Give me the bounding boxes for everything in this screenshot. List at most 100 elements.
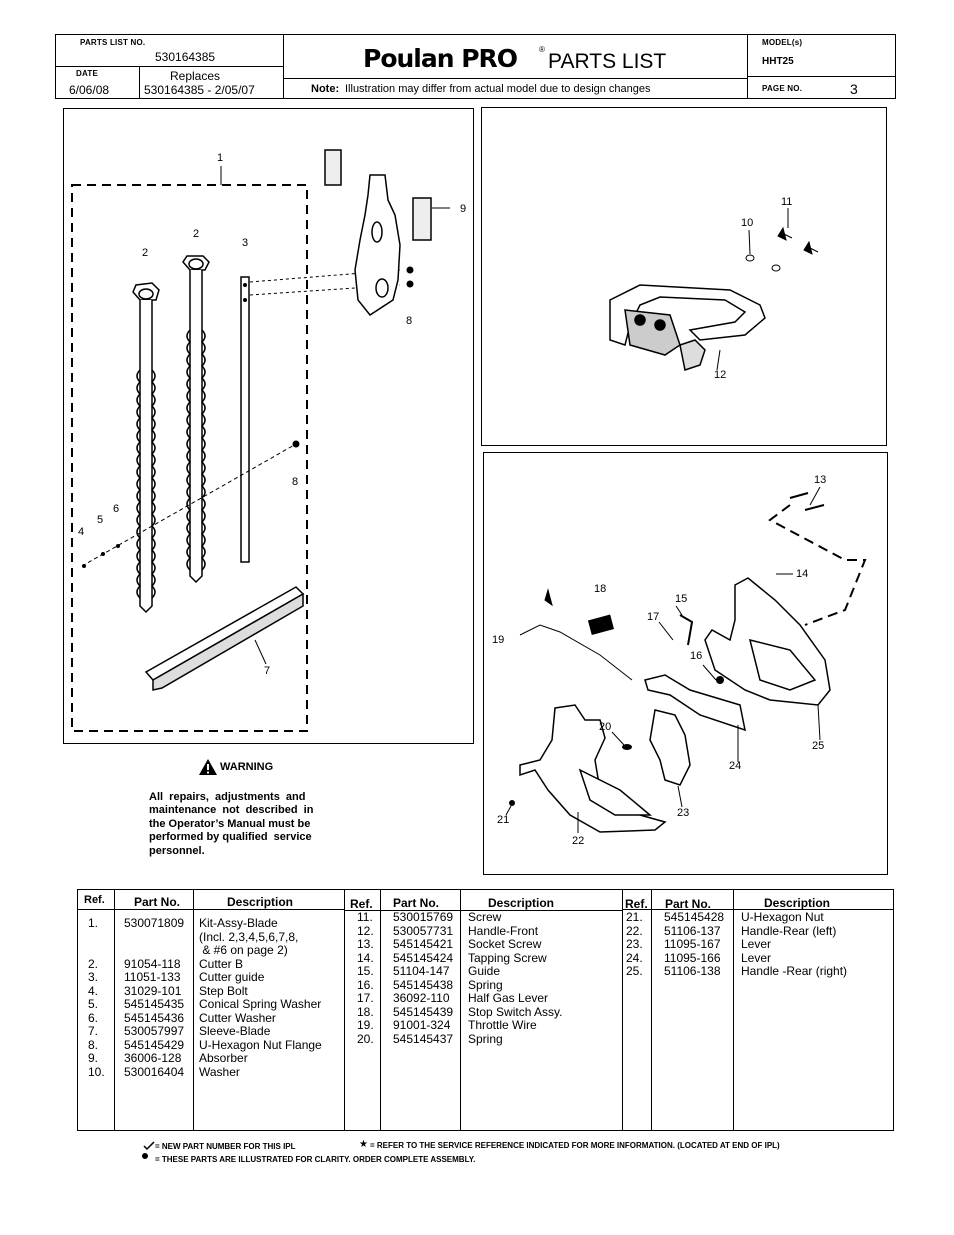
page-title: PARTS LIST bbox=[548, 50, 667, 73]
page-label: PAGE NO. bbox=[762, 84, 803, 93]
note-text: Illustration may differ from actual mode… bbox=[345, 83, 651, 95]
rear-handle-panel bbox=[483, 452, 888, 875]
warning-icon bbox=[199, 759, 217, 775]
col1-part-header: Part No. bbox=[134, 895, 181, 909]
table-header-line-3 bbox=[622, 909, 894, 910]
callout-7: 7 bbox=[264, 665, 271, 677]
warning-line-4: performed by qualified service bbox=[149, 831, 312, 843]
col3-descriptions: U-Hexagon Nut Handle-Rear (left) Lever L… bbox=[741, 910, 848, 978]
date-label: DATE bbox=[76, 69, 98, 78]
col2-ref-header: Ref. bbox=[350, 897, 373, 911]
check-mark-icon bbox=[143, 1141, 155, 1151]
callout-22: 22 bbox=[572, 835, 585, 847]
header-divider-model bbox=[747, 76, 896, 77]
header-divider-date bbox=[139, 66, 140, 99]
header-divider-right bbox=[747, 34, 748, 99]
col1-desc-header: Description bbox=[227, 895, 294, 909]
col3-part-header: Part No. bbox=[665, 897, 712, 911]
callout-6: 6 bbox=[113, 503, 120, 515]
model-value: HHT25 bbox=[762, 56, 794, 67]
callout-15: 15 bbox=[675, 593, 688, 605]
step-bolt-bar bbox=[240, 276, 250, 563]
table-vline-5 bbox=[460, 889, 461, 1131]
throttle-wire bbox=[519, 624, 633, 681]
callout-10: 10 bbox=[741, 217, 754, 229]
callout-12: 12 bbox=[714, 369, 727, 381]
model-label: MODEL(s) bbox=[762, 38, 803, 47]
lever-24 bbox=[644, 674, 746, 732]
footer-illustrated: = THESE PARTS ARE ILLUSTRATED FOR CLARIT… bbox=[155, 1155, 476, 1164]
warning-line-3: the Operator’s Manual must be bbox=[149, 817, 311, 830]
table-vline-4 bbox=[380, 889, 381, 1131]
lever-23 bbox=[649, 709, 691, 786]
header-divider-left-h bbox=[55, 66, 283, 67]
date-value: 6/06/08 bbox=[69, 83, 110, 97]
col2-desc-header: Description bbox=[488, 896, 555, 910]
callout-2b: 2 bbox=[193, 228, 200, 240]
parts-table bbox=[77, 889, 894, 1131]
table-vline-6 bbox=[622, 889, 623, 1131]
brand-registered-mark: ® bbox=[539, 45, 545, 54]
note-label: Note: bbox=[311, 83, 340, 95]
blade-diagram-panel bbox=[63, 108, 474, 744]
callout-1: 1 bbox=[217, 152, 224, 164]
parts-list-no: 530164385 bbox=[155, 50, 216, 64]
header-divider-left bbox=[283, 34, 284, 99]
replaces-label: Replaces bbox=[170, 69, 221, 83]
bullet-icon bbox=[142, 1153, 148, 1159]
callout-23: 23 bbox=[677, 807, 690, 819]
rear-handle-left bbox=[519, 704, 667, 833]
callout-25: 25 bbox=[812, 740, 825, 752]
callout-2a: 2 bbox=[142, 247, 149, 259]
callout-8b: 8 bbox=[406, 315, 413, 327]
col2-refs: 11. 12. 13. 14. 15. 16. 17. 18. 19. 20. bbox=[357, 910, 374, 1046]
table-vline-2 bbox=[193, 889, 194, 1131]
table-vline-1 bbox=[114, 889, 115, 1131]
cutter-b-left bbox=[132, 282, 160, 614]
warning-title: WARNING bbox=[220, 761, 274, 773]
table-vline-7 bbox=[651, 889, 652, 1131]
callout-14: 14 bbox=[796, 568, 809, 580]
callout-21: 21 bbox=[497, 814, 510, 826]
callout-5: 5 bbox=[97, 514, 104, 526]
callout-20: 20 bbox=[599, 721, 612, 733]
callout-17: 17 bbox=[647, 611, 660, 623]
col1-refs: 1. 2. 3. 4. 5. 6. 7. 8. 9. 10. bbox=[88, 916, 105, 1079]
col1-part-numbers: 530071809 91054-118 11051-133 31029-101 … bbox=[124, 916, 185, 1079]
sleeve-blade bbox=[144, 586, 305, 691]
callout-16: 16 bbox=[690, 650, 703, 662]
callout-18: 18 bbox=[594, 583, 607, 595]
header-divider-note bbox=[283, 78, 747, 79]
warning-line-2: maintenance not described in bbox=[149, 804, 314, 816]
rear-handle-right bbox=[704, 577, 831, 706]
callout-13: 13 bbox=[814, 474, 827, 486]
replaces-value: 530164385 - 2/05/07 bbox=[144, 83, 255, 97]
col1-descriptions: Kit-Assy-Blade (Incl. 2,3,4,5,6,7,8, & #… bbox=[199, 916, 322, 1079]
warning-line-5: personnel. bbox=[149, 844, 205, 857]
absorber-assembly bbox=[324, 149, 432, 317]
table-header-line-2 bbox=[344, 910, 622, 911]
footer-service-ref: = REFER TO THE SERVICE REFERENCE INDICAT… bbox=[370, 1141, 780, 1150]
callout-11: 11 bbox=[781, 196, 793, 208]
cutter-guide bbox=[182, 255, 210, 584]
callout-8a: 8 bbox=[292, 476, 299, 488]
callout-9: 9 bbox=[460, 203, 467, 215]
footer-new-part: = NEW PART NUMBER FOR THIS IPL bbox=[155, 1142, 296, 1151]
parts-list-no-label: PARTS LIST NO. bbox=[80, 38, 146, 47]
table-header-line-1 bbox=[77, 909, 344, 910]
col2-descriptions: Screw Handle-Front Socket Screw Tapping … bbox=[468, 910, 563, 1046]
table-vline-8 bbox=[733, 889, 734, 1131]
front-handle bbox=[609, 284, 766, 371]
table-vline-3 bbox=[344, 889, 345, 1131]
warning-line-1: All repairs, adjustments and bbox=[149, 790, 306, 803]
col2-part-numbers: 530015769 530057731 545145421 545145424 … bbox=[393, 910, 454, 1046]
callout-3: 3 bbox=[242, 237, 249, 249]
col1-ref-header: Ref. bbox=[84, 894, 105, 906]
brand-logo: Poulan PRO bbox=[363, 44, 518, 73]
star-icon: ★ bbox=[359, 1139, 368, 1150]
front-handle-panel bbox=[481, 107, 887, 446]
col3-desc-header: Description bbox=[764, 896, 831, 910]
